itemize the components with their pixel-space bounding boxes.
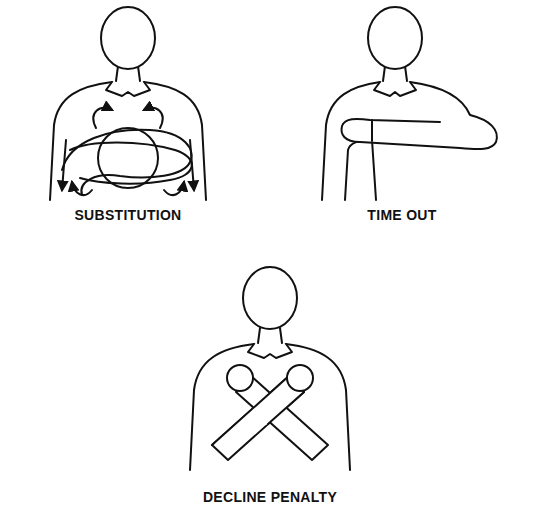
- signal-label: SUBSTITUTION: [74, 207, 181, 223]
- signal-label-holder: TIME OUT: [367, 206, 436, 224]
- signal-label-holder: SUBSTITUTION: [74, 206, 181, 224]
- referee-figure: [322, 7, 497, 200]
- referee-figure: [50, 7, 206, 200]
- signal-label-holder: DECLINE PENALTY: [203, 488, 337, 506]
- signal-label: TIME OUT: [367, 207, 436, 223]
- signal-label: DECLINE PENALTY: [203, 489, 337, 505]
- referee-figure: [190, 267, 350, 470]
